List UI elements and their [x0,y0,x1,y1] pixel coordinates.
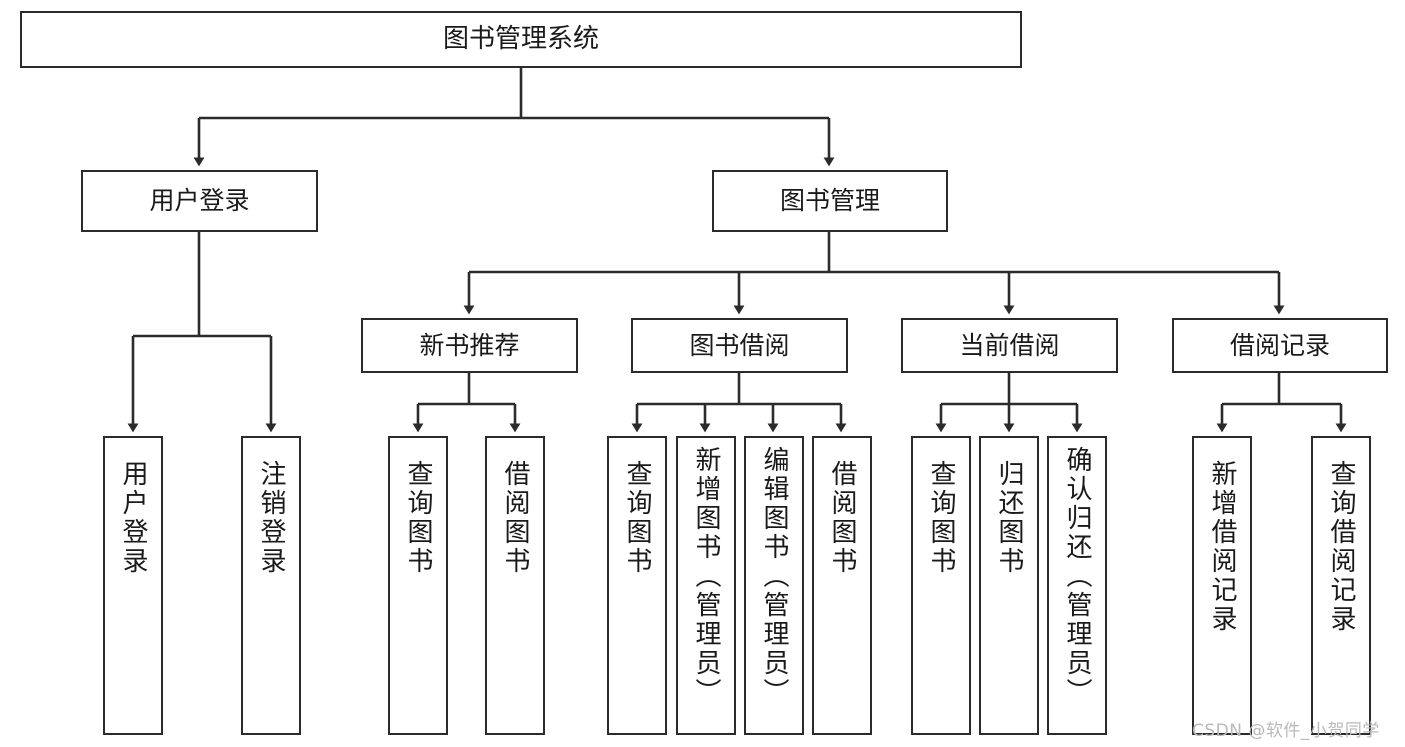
node-user-login[interactable]: 用户登录 [81,170,318,232]
leaf-user-login[interactable]: 用户登录 [103,436,163,735]
leaf-add-record[interactable]: 新增借阅记录 [1192,436,1252,735]
leaf-query-book-1[interactable]: 查询图书 [388,436,448,735]
node-label: 图书管理系统 [442,23,599,54]
leaf-confirm-return[interactable]: 确认归还（管理员） [1047,436,1107,735]
node-label: 新增图书（管理员） [691,446,721,707]
leaf-query-book-2[interactable]: 查询图书 [607,436,667,735]
node-label: 查询借阅记录 [1326,460,1356,634]
node-new-book-recommend[interactable]: 新书推荐 [361,318,578,373]
leaf-borrow-book-2[interactable]: 借阅图书 [812,436,872,735]
node-label: 查询图书 [926,460,956,576]
leaf-add-book[interactable]: 新增图书（管理员） [676,436,736,735]
node-book-borrow[interactable]: 图书借阅 [631,318,848,373]
node-label: 编辑图书（管理员） [759,446,789,707]
node-label: 图书借阅 [689,330,790,360]
node-label: 图书管理 [779,186,880,215]
leaf-query-record[interactable]: 查询借阅记录 [1311,436,1371,735]
node-borrow-record[interactable]: 借阅记录 [1172,318,1388,373]
leaf-query-book-3[interactable]: 查询图书 [911,436,971,735]
leaf-return-book[interactable]: 归还图书 [979,436,1039,735]
node-current-borrow[interactable]: 当前借阅 [901,318,1118,373]
node-book-manage[interactable]: 图书管理 [712,170,948,232]
node-label: 新书推荐 [419,330,520,360]
node-label: 查询图书 [622,460,652,576]
node-label: 确认归还（管理员） [1062,446,1092,707]
node-label: 用户登录 [118,460,148,576]
leaf-edit-book[interactable]: 编辑图书（管理员） [744,436,804,735]
node-label: 归还图书 [994,460,1024,576]
leaf-borrow-book-1[interactable]: 借阅图书 [485,436,545,735]
leaf-logout-login[interactable]: 注销登录 [241,436,301,735]
node-label: 注销登录 [256,460,286,576]
node-label: 当前借阅 [959,330,1060,360]
node-label: 借阅记录 [1229,330,1330,360]
node-label: 用户登录 [149,186,250,215]
node-label: 新增借阅记录 [1207,460,1237,634]
csdn-watermark: CSDN @软件_小贺同学 [1192,721,1380,741]
node-label: 借阅图书 [827,460,857,576]
node-label: 借阅图书 [500,460,530,576]
node-root-book-management-system[interactable]: 图书管理系统 [20,11,1022,68]
node-label: 查询图书 [403,460,433,576]
